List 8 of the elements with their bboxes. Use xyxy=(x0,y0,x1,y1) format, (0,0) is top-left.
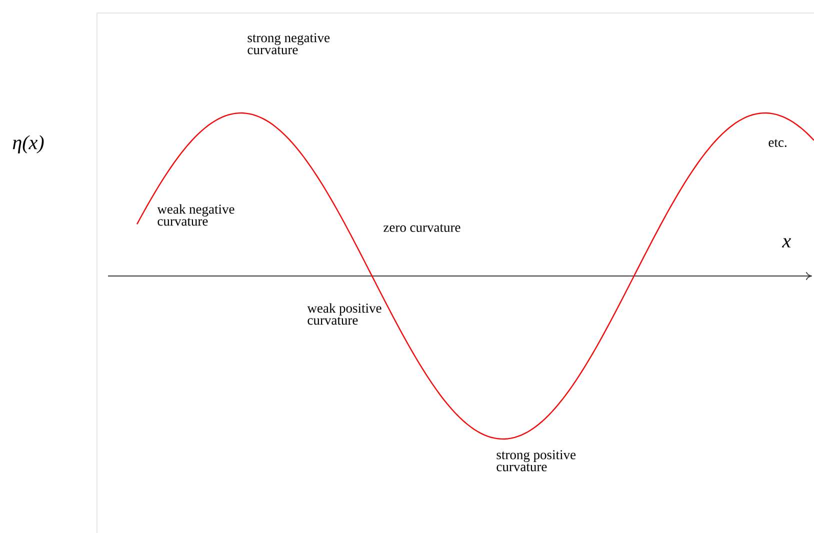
annotation-label: strong positive curvature xyxy=(496,450,576,472)
annotation-label: weak positive curvature xyxy=(307,303,382,325)
annotation-label: etc. xyxy=(768,139,786,147)
axis-label: x xyxy=(782,238,791,248)
annotation-label: weak negative curvature xyxy=(157,204,234,226)
annotation-label: strong negative curvature xyxy=(248,33,330,54)
axis-label: η(x) xyxy=(12,135,44,154)
annotation-label: zero curvature xyxy=(384,224,460,232)
